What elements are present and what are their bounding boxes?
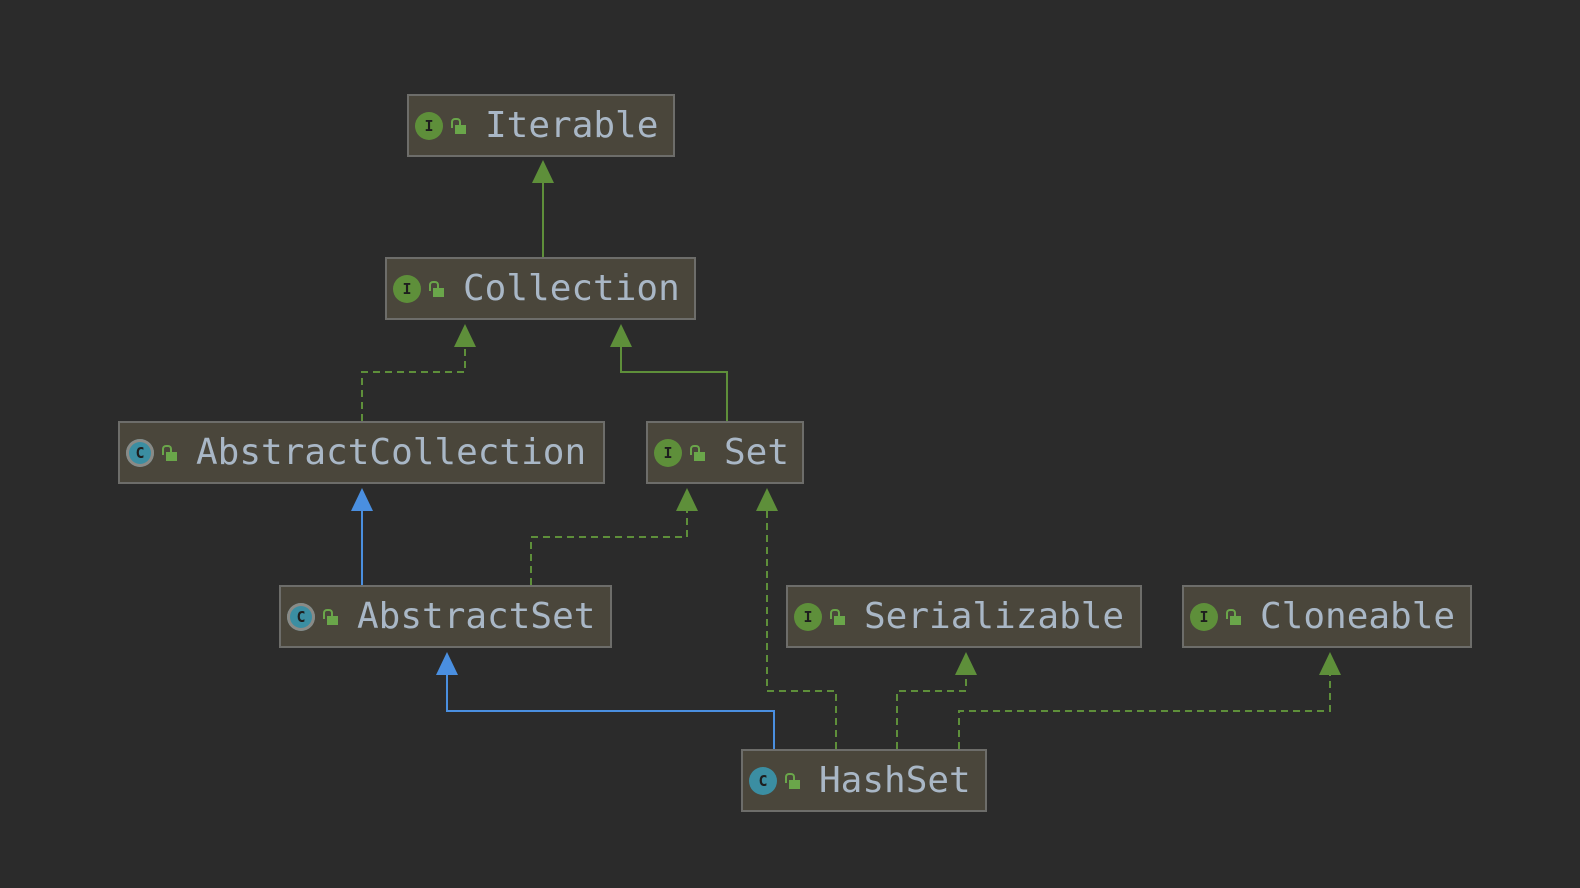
node-label: HashSet <box>819 759 971 801</box>
interface-icon: I <box>1190 602 1218 631</box>
edge-abstract_collection-to-collection <box>361 346 466 421</box>
node-cloneable[interactable]: I Cloneable <box>1182 585 1472 648</box>
node-label: Set <box>724 431 790 473</box>
interface-icon: I <box>393 274 421 303</box>
node-label: Cloneable <box>1260 595 1456 637</box>
arrowhead-hashset-to-set <box>756 488 778 511</box>
node-hashset[interactable]: C HashSet <box>741 749 987 812</box>
abstract-class-icon: C <box>287 602 315 631</box>
arrowhead-set-to-collection <box>610 324 632 347</box>
node-iterable[interactable]: I Iterable <box>407 94 675 157</box>
node-collection[interactable]: I Collection <box>385 257 696 320</box>
arrowhead-collection-to-iterable <box>532 160 554 183</box>
unlocked-icon <box>321 607 343 627</box>
node-label: AbstractCollection <box>196 431 587 473</box>
edge-hashset-to-abstract_set <box>446 674 775 749</box>
node-label: Collection <box>463 267 680 309</box>
edge-hashset-to-cloneable <box>958 674 1331 749</box>
class-icon: C <box>749 766 777 795</box>
unlocked-icon <box>828 607 850 627</box>
unlocked-icon <box>783 771 805 791</box>
unlocked-icon <box>1224 607 1246 627</box>
node-label: Iterable <box>485 104 659 146</box>
arrowhead-hashset-to-cloneable <box>1319 652 1341 675</box>
arrowhead-abstract_set-to-abstract_collection <box>351 488 373 511</box>
interface-icon: I <box>415 111 443 140</box>
unlocked-icon <box>160 443 182 463</box>
interface-icon: I <box>654 438 682 467</box>
unlocked-icon <box>449 116 471 136</box>
arrowhead-abstract_set-to-set <box>676 488 698 511</box>
node-label: Serializable <box>864 595 1125 637</box>
unlocked-icon <box>427 279 449 299</box>
interface-icon: I <box>794 602 822 631</box>
node-serializable[interactable]: I Serializable <box>786 585 1142 648</box>
node-set[interactable]: I Set <box>646 421 804 484</box>
abstract-class-icon: C <box>126 438 154 467</box>
arrowhead-hashset-to-serializable <box>955 652 977 675</box>
node-abstract-set[interactable]: C AbstractSet <box>279 585 612 648</box>
arrowhead-abstract_collection-to-collection <box>454 324 476 347</box>
unlocked-icon <box>688 443 710 463</box>
edge-hashset-to-serializable <box>896 674 967 749</box>
edge-hashset-to-set <box>766 510 837 749</box>
arrowhead-hashset-to-abstract_set <box>436 652 458 675</box>
edge-abstract_set-to-set <box>530 510 688 585</box>
edge-set-to-collection <box>620 346 728 421</box>
node-abstract-collection[interactable]: C AbstractCollection <box>118 421 605 484</box>
node-label: AbstractSet <box>357 595 596 637</box>
